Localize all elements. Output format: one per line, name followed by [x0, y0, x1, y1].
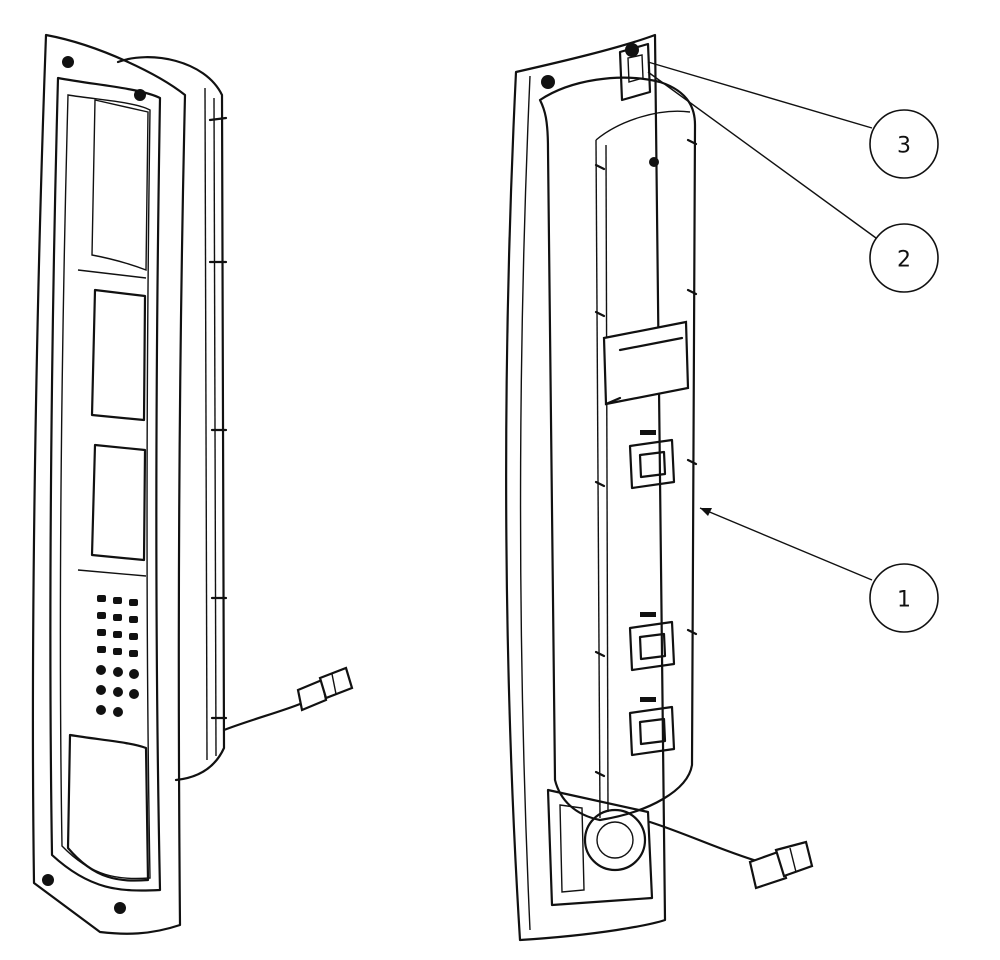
screw-hole — [134, 89, 146, 101]
screw-hole — [62, 56, 74, 68]
callout-label: 1 — [897, 588, 911, 613]
rear-housing — [116, 56, 228, 782]
callout-label: 3 — [897, 134, 911, 159]
keypad — [96, 595, 139, 717]
callout-2: 2 — [647, 71, 939, 293]
mounting-clip — [618, 42, 652, 102]
lower-window — [66, 733, 150, 882]
front-bezel — [31, 33, 187, 935]
display-windows — [77, 99, 149, 577]
control-panel-front-view — [31, 33, 354, 935]
callout-1: 1 — [699, 507, 939, 633]
buzzer-housing — [546, 788, 654, 907]
wire-harness-connector — [222, 666, 354, 732]
screw-hole — [42, 874, 54, 886]
callout-label: 2 — [897, 248, 911, 273]
screw-hole — [114, 902, 126, 914]
rear-bezel — [505, 33, 667, 942]
pcb-housing — [538, 76, 698, 822]
wire-harness-connector — [648, 820, 814, 890]
connector-socket — [628, 697, 676, 757]
callout-3: 3 — [647, 61, 939, 179]
connector-socket — [628, 612, 676, 672]
connector-socket — [628, 430, 676, 490]
display-module — [602, 320, 690, 406]
control-panel-rear-view — [505, 33, 814, 942]
